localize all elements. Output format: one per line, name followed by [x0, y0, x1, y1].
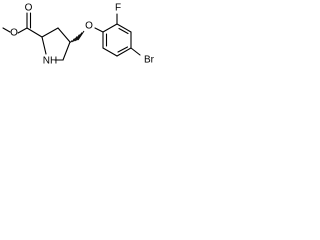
bond-c4-ether-o-hashed [70, 30, 85, 43]
bond-ar-c4-c5 [116, 47, 132, 57]
bond-n-c2 [41, 36, 47, 55]
bond-carbonyl-c2 [26, 27, 43, 38]
bond-o-carbonyl [17, 27, 28, 34]
bond-c3-c4 [57, 27, 71, 43]
bond-ether-o-aryl [94, 27, 104, 33]
bond-ar-inner-2 [117, 46, 129, 53]
bond-ar-c2-c3 [116, 23, 132, 33]
atom-ether-oxygen: O [85, 21, 93, 32]
bond-ar-br [130, 47, 141, 56]
bond-ar-inner-1 [118, 27, 129, 35]
atom-fluorine: F [115, 3, 121, 14]
bond-ar-c1-c2 [102, 23, 118, 33]
atom-ester-oxygen-single: O [10, 28, 18, 39]
structure-diagram: O O NH O F Br [2, 3, 155, 67]
atom-bromine: Br [144, 55, 155, 66]
bond-methyl-o [2, 27, 11, 33]
bond-ar-c5-c6 [102, 47, 118, 57]
atom-ester-oxygen-double: O [25, 3, 33, 14]
bond-c2-c3 [41, 27, 59, 38]
atom-ring-nitrogen: NH [43, 56, 57, 67]
bond-c4-c5 [62, 41, 71, 61]
